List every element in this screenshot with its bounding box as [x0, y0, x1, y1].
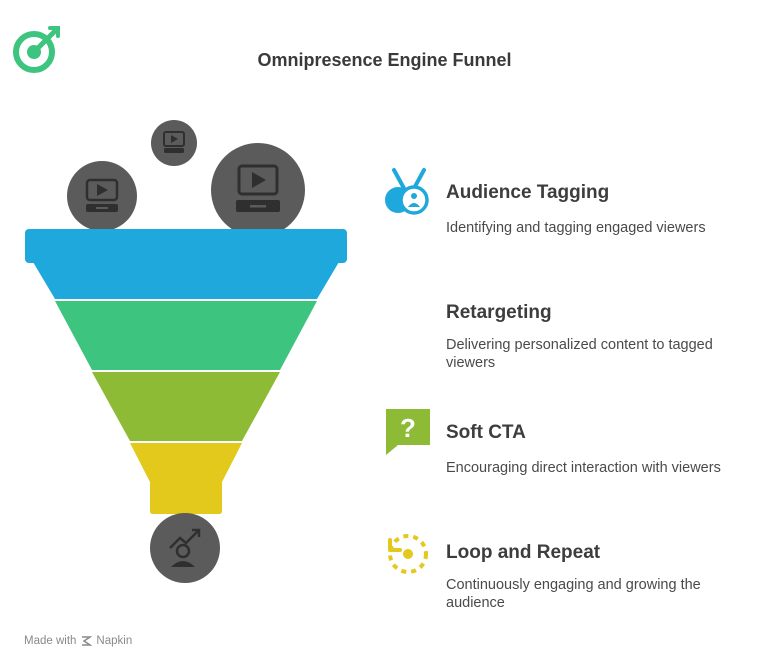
step-desc-retargeting: Delivering personalized content to tagge…	[446, 337, 713, 371]
svg-text:?: ?	[400, 413, 416, 443]
funnel-layer-loop-and-repeat	[130, 443, 242, 514]
tag-badge-icon	[385, 168, 429, 215]
credit-prefix: Made with	[24, 635, 77, 647]
step-title-audience-tagging: Audience Tagging	[446, 182, 610, 203]
question-bubble-icon: ?	[386, 409, 430, 455]
step-desc-audience-tagging: Identifying and tagging engaged viewers	[446, 220, 706, 236]
step-title-loop-and-repeat: Loop and Repeat	[446, 542, 601, 563]
step-title-soft-cta: Soft CTA	[446, 422, 526, 443]
step-desc-soft-cta: Encouraging direct interaction with view…	[446, 460, 721, 476]
step-desc-loop-and-repeat: Continuously engaging and growing the au…	[446, 577, 701, 611]
funnel-layer-soft-cta	[92, 372, 280, 441]
funnel-layer-audience-tagging	[25, 229, 347, 299]
video-player-icon	[67, 161, 137, 231]
loop-arrow-icon	[388, 534, 428, 574]
video-player-icon	[151, 120, 197, 166]
credit-brand: Napkin	[96, 635, 133, 647]
target-arrow-icon	[13, 26, 60, 73]
made-with-credit: Made with Napkin	[24, 635, 132, 647]
growth-person-icon	[150, 513, 220, 583]
video-player-icon	[211, 143, 305, 237]
step-title-retargeting: Retargeting	[446, 302, 552, 323]
page-title: Omnipresence Engine Funnel	[257, 50, 512, 70]
napkin-logo-icon	[82, 636, 93, 646]
funnel-layer-retargeting	[55, 301, 317, 370]
